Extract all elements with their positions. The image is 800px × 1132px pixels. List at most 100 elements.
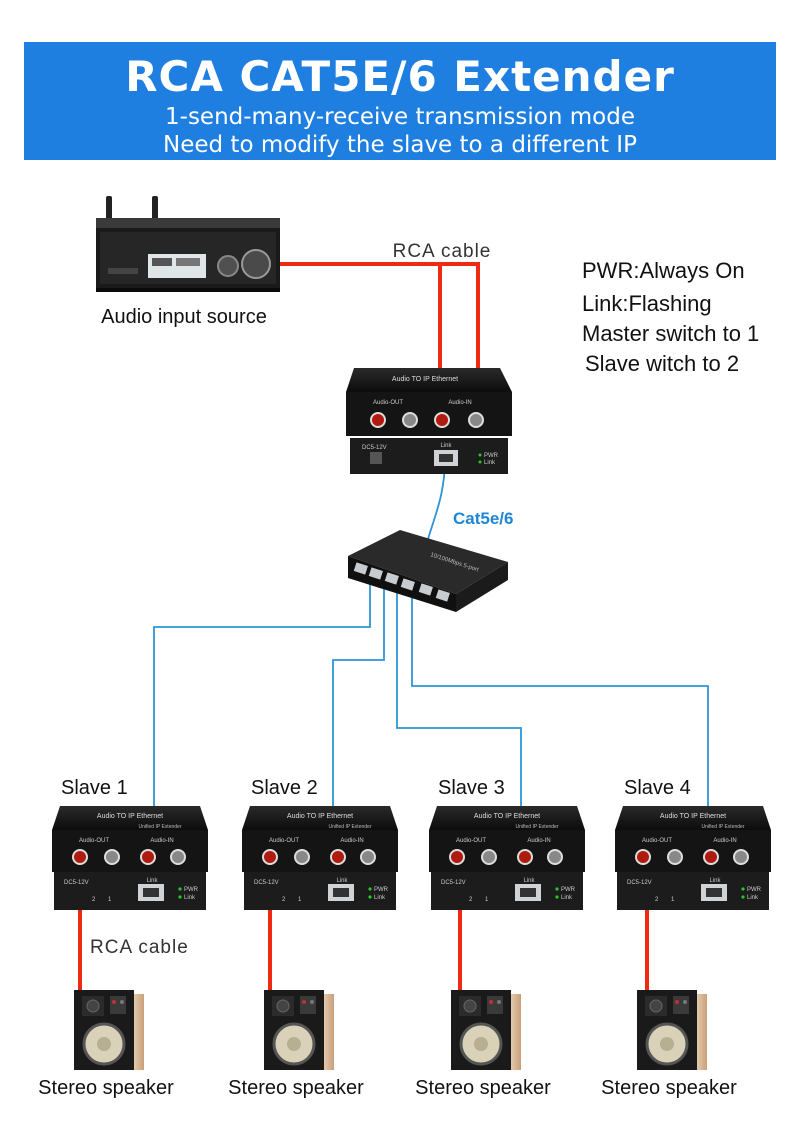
slave-audio-in-label: Audio-IN — [150, 838, 173, 844]
slave-link-led-label: Link — [747, 895, 759, 901]
master-extender: Audio TO IP Ethernet Audio-OUT Audio-IN … — [346, 368, 512, 474]
slave-switch-1: 1 — [485, 897, 489, 903]
speaker-2-label: Stereo speaker — [228, 1077, 364, 1099]
header-banner: RCA CAT5E/6 Extender 1-send-many-receive… — [24, 42, 776, 160]
rca-jack — [481, 849, 497, 865]
master-audio-out-label: Audio-OUT — [373, 400, 403, 406]
stereo-speaker-1 — [74, 990, 144, 1070]
slave-audio-out-label: Audio-OUT — [642, 838, 672, 844]
stereo-speaker-2 — [264, 990, 334, 1070]
rca-jack — [170, 849, 186, 865]
ethernet-socket — [333, 888, 349, 897]
slave-pwr-label: PWR — [374, 887, 389, 893]
rca-jack — [360, 849, 376, 865]
slave-switch-2: 2 — [469, 897, 473, 903]
slave-pwr-label: PWR — [561, 887, 576, 893]
slave-audio-in-label: Audio-IN — [527, 838, 550, 844]
rca-jack — [294, 849, 310, 865]
slave-audio-out-label: Audio-OUT — [269, 838, 299, 844]
subtitle-line-2: Need to modify the slave to a different … — [163, 132, 637, 158]
slave-dc-label: DC5-12V — [627, 880, 652, 886]
audio-receiver — [96, 196, 280, 292]
slave-pwr-label: PWR — [184, 887, 199, 893]
slave-device-top — [52, 806, 208, 830]
link-led — [368, 895, 372, 899]
rca-jack — [262, 849, 278, 865]
slave-link-label: Link — [709, 878, 721, 884]
cat-cable-slave-1 — [153, 578, 371, 890]
slave-audio-in-label: Audio-IN — [340, 838, 363, 844]
slave-audio-out-label: Audio-OUT — [79, 838, 109, 844]
pwr-led — [178, 887, 182, 891]
slave-audio-out-label: Audio-OUT — [456, 838, 486, 844]
note-master: Master switch to 1 — [582, 321, 759, 346]
subtitle-line-1: 1-send-many-receive transmission mode — [165, 104, 635, 130]
slave-device-top — [429, 806, 585, 830]
slave-audio-in-label: Audio-IN — [713, 838, 736, 844]
rca-jack — [703, 849, 719, 865]
audio-input-source-label: Audio input source — [101, 306, 267, 328]
slave-switch-1: 1 — [298, 897, 302, 903]
rca-jack — [635, 849, 651, 865]
speaker-1-label: Stereo speaker — [38, 1077, 174, 1099]
rca-cable-label-top: RCA cable — [393, 241, 492, 262]
master-audio-in-label: Audio-IN — [448, 400, 471, 406]
rca-cables-source — [280, 262, 480, 418]
status-notes: PWR:Always On Link:Flashing Master switc… — [582, 258, 759, 376]
slave-switch-1: 1 — [671, 897, 675, 903]
ethernet-socket — [706, 888, 722, 897]
cat-cable-slave-4 — [411, 586, 709, 890]
slave-device-back — [617, 872, 769, 910]
cat-label: Cat5e/6 — [453, 509, 513, 528]
slave-device-name: Audio TO IP Ethernet — [474, 813, 540, 820]
note-link: Link:Flashing — [582, 291, 712, 316]
master-link-label: Link — [440, 443, 452, 449]
speaker-4-label: Stereo speaker — [601, 1077, 737, 1099]
pwr-led — [555, 887, 559, 891]
slave-device-ext: Unified IP Extender — [139, 824, 182, 830]
slave-link-led-label: Link — [561, 895, 573, 901]
slave-device-top — [615, 806, 771, 830]
slave-link-label: Link — [146, 878, 158, 884]
ethernet-socket — [143, 888, 159, 897]
slave-link-led-label: Link — [374, 895, 386, 901]
stereo-speaker-3 — [451, 990, 521, 1070]
slave-3-label: Slave 3 — [438, 777, 505, 799]
slave-device-name: Audio TO IP Ethernet — [97, 813, 163, 820]
speaker-3-label: Stereo speaker — [415, 1077, 551, 1099]
slave-device-top — [242, 806, 398, 830]
rca-jack — [104, 849, 120, 865]
rca-jack — [667, 849, 683, 865]
slave-pwr-label: PWR — [747, 887, 762, 893]
master-link-led-label: Link — [484, 460, 496, 466]
slave-4-label: Slave 4 — [624, 777, 691, 799]
rca-cable-label-bottom: RCA cable — [90, 937, 189, 958]
slave-device-ext: Unified IP Extender — [702, 824, 745, 830]
slave-link-led-label: Link — [184, 895, 196, 901]
network-switch: 10/100Mbps 5-port — [348, 530, 508, 612]
link-led — [178, 895, 182, 899]
slave-switch-2: 2 — [655, 897, 659, 903]
slave-switch-2: 2 — [282, 897, 286, 903]
pwr-led — [741, 887, 745, 891]
slave-dc-label: DC5-12V — [64, 880, 89, 886]
master-dc-label: DC5-12V — [362, 445, 387, 451]
slave-device-ext: Unified IP Extender — [516, 824, 559, 830]
page-title: RCA CAT5E/6 Extender — [125, 52, 675, 101]
slave-device-ext: Unified IP Extender — [329, 824, 372, 830]
slave-dc-label: DC5-12V — [254, 880, 279, 886]
link-led — [555, 895, 559, 899]
slave-device-back — [244, 872, 396, 910]
master-device-name: Audio TO IP Ethernet — [392, 376, 458, 383]
rca-jack — [72, 849, 88, 865]
slave-switch-2: 2 — [92, 897, 96, 903]
link-led — [741, 895, 745, 899]
note-slave: Slave witch to 2 — [585, 351, 739, 376]
rca-jack — [733, 849, 749, 865]
slave-1-label: Slave 1 — [61, 777, 128, 799]
slave-device-name: Audio TO IP Ethernet — [287, 813, 353, 820]
